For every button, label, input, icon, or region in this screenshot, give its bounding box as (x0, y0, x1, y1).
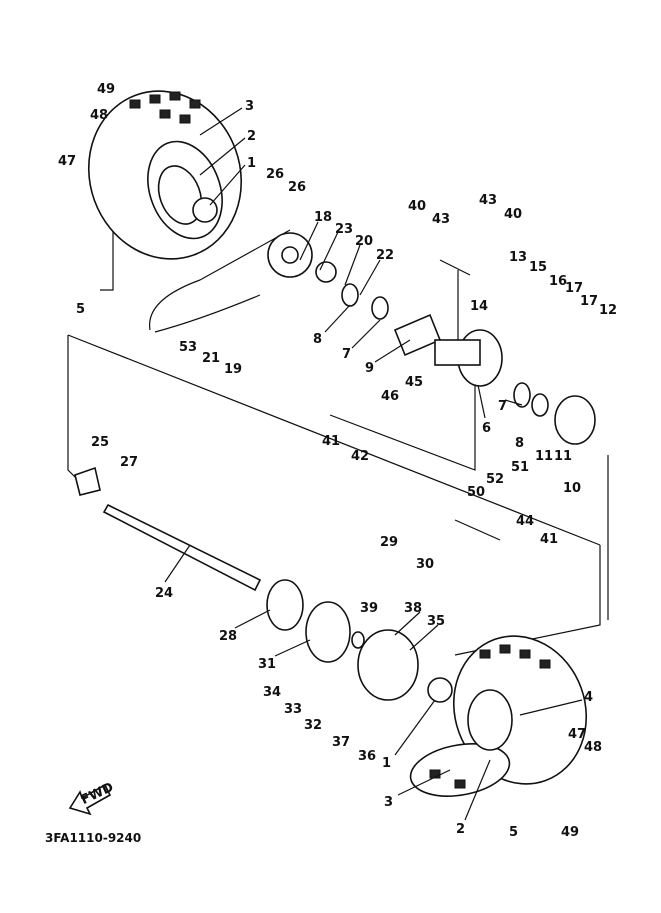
callout: 42 (351, 449, 369, 464)
callout: 1 (247, 156, 256, 171)
callout: 32 (304, 718, 322, 733)
callout: 36 (358, 749, 376, 764)
callout: 41 (322, 434, 340, 449)
callout: 31 (258, 657, 276, 672)
callout: 29 (380, 535, 398, 550)
callout: 1 (382, 756, 391, 771)
callout: 30 (416, 557, 434, 572)
callout: 25 (91, 435, 109, 450)
callout-labels: 49 48 47 3 2 1 26 26 5 18 23 20 22 8 7 9… (58, 82, 617, 840)
callout: 4 (584, 690, 593, 705)
rear-axle (74, 466, 419, 701)
callout: 37 (332, 735, 350, 750)
callout: 8 (515, 436, 524, 451)
callout: 52 (486, 472, 504, 487)
callout: 13 (509, 250, 527, 265)
callout: 8 (313, 332, 322, 347)
callout: 53 (179, 340, 197, 355)
rear-wheel-left (87, 90, 243, 260)
chain-and-sprocket (149, 229, 596, 445)
callout: 43 (479, 193, 497, 208)
callout: 5 (509, 825, 518, 840)
callout: 48 (584, 740, 602, 755)
callout: 17 (565, 281, 583, 296)
callout: 41 (540, 532, 558, 547)
callout: 40 (504, 207, 522, 222)
callout: 15 (529, 260, 547, 275)
callout: 51 (511, 460, 529, 475)
callout: 38 (404, 601, 422, 616)
drawing-code: 3FA1110-9240 (45, 831, 141, 845)
callout: 43 (432, 212, 450, 227)
callout: 14 (470, 299, 488, 314)
callout: 33 (284, 702, 302, 717)
callout: 23 (335, 222, 353, 237)
fwd-arrow-icon: FWD (68, 780, 116, 816)
callout: 22 (376, 248, 394, 263)
callout: 46 (381, 389, 399, 404)
callout: 48 (90, 108, 108, 123)
callout: 12 (599, 303, 617, 318)
callout: 40 (408, 199, 426, 214)
callout: 9 (365, 361, 374, 376)
callout: 16 (549, 274, 567, 289)
callout: 11 (535, 449, 553, 464)
callout: 5 (76, 302, 85, 317)
callout: 50 (467, 485, 485, 500)
callout: 35 (427, 614, 445, 629)
callout: 3 (245, 99, 254, 114)
callout: 26 (288, 180, 306, 195)
callout: 7 (498, 399, 507, 414)
callout: 3 (384, 795, 393, 810)
callout: 11 (554, 449, 572, 464)
callout: 24 (155, 586, 173, 601)
callout: 26 (266, 167, 284, 182)
callout: 17 (580, 294, 598, 309)
fwd-label: FWD (79, 780, 116, 808)
callout: 18 (314, 210, 332, 225)
callout: 2 (247, 129, 256, 144)
callout: 47 (58, 154, 76, 169)
callout: 27 (120, 455, 138, 470)
callout: 6 (482, 421, 491, 436)
callout: 39 (360, 601, 378, 616)
callout: 7 (342, 347, 351, 362)
callout: 20 (355, 234, 373, 249)
callout: 2 (456, 822, 465, 837)
callout: 49 (561, 825, 579, 840)
callout: 19 (224, 362, 242, 377)
callout: 49 (97, 82, 115, 97)
leader-lines (164, 107, 583, 821)
callout: 28 (219, 629, 237, 644)
callout: 44 (516, 514, 534, 529)
rear-wheel-right (409, 635, 588, 797)
callout: 45 (405, 375, 423, 390)
callout: 34 (263, 685, 281, 700)
callout: 47 (568, 727, 586, 742)
callout: 10 (563, 481, 581, 496)
callout: 21 (202, 351, 220, 366)
